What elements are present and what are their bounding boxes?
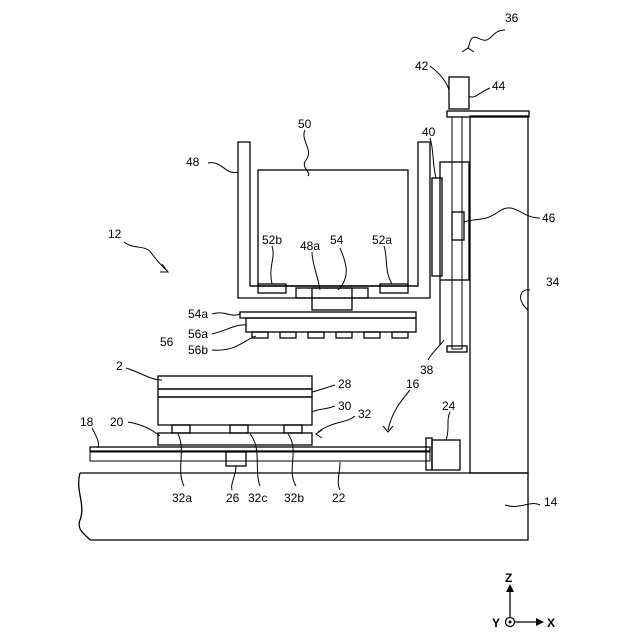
- axis-y-label: Y: [492, 616, 500, 630]
- label-18: 18: [80, 415, 94, 429]
- label-14: 14: [544, 495, 558, 509]
- label-32b: 32b: [284, 491, 304, 505]
- label-24: 24: [442, 399, 456, 413]
- head-plate-56: [240, 312, 416, 338]
- container-48: [238, 142, 430, 298]
- label-40: 40: [422, 125, 436, 139]
- label-50: 50: [298, 117, 312, 131]
- column-block: [470, 116, 528, 473]
- label-30: 30: [338, 399, 352, 413]
- label-28: 28: [338, 377, 352, 391]
- label-54: 54: [330, 233, 344, 247]
- label-52a: 52a: [372, 233, 392, 247]
- label-56: 56: [160, 335, 174, 349]
- motor-44: [447, 77, 529, 117]
- label-26: 26: [226, 491, 240, 505]
- base-block: [79, 473, 528, 540]
- label-46: 46: [542, 211, 556, 225]
- label-22: 22: [332, 491, 346, 505]
- label-20: 20: [110, 415, 124, 429]
- label-32c: 32c: [248, 491, 267, 505]
- label-38: 38: [420, 363, 434, 377]
- label-54a: 54a: [188, 307, 208, 321]
- label-52b: 52b: [262, 233, 282, 247]
- slider-40: [432, 162, 469, 345]
- label-2: 2: [116, 359, 123, 373]
- leader-lines: [92, 30, 540, 506]
- horizontal-screw: [90, 438, 460, 470]
- axis-z-label: Z: [505, 571, 512, 585]
- label-48a: 48a: [300, 239, 320, 253]
- label-12: 12: [108, 227, 122, 241]
- holder-54: [296, 288, 368, 310]
- label-44: 44: [492, 79, 506, 93]
- axis-indicator: Z Y X: [492, 571, 555, 630]
- workpiece-stack: [158, 376, 312, 425]
- label-32a: 32a: [172, 491, 192, 505]
- axis-x-label: X: [547, 616, 555, 630]
- label-56a: 56a: [188, 327, 208, 341]
- label-42: 42: [415, 59, 429, 73]
- reference-labels: 36 42 44 50 40 48 46 12 52b 48a 54 52a 3…: [80, 11, 560, 509]
- label-34: 34: [546, 275, 560, 289]
- label-48: 48: [186, 155, 200, 169]
- label-36: 36: [505, 11, 519, 25]
- label-56b: 56b: [188, 343, 208, 357]
- label-16: 16: [406, 377, 420, 391]
- label-32: 32: [358, 407, 372, 421]
